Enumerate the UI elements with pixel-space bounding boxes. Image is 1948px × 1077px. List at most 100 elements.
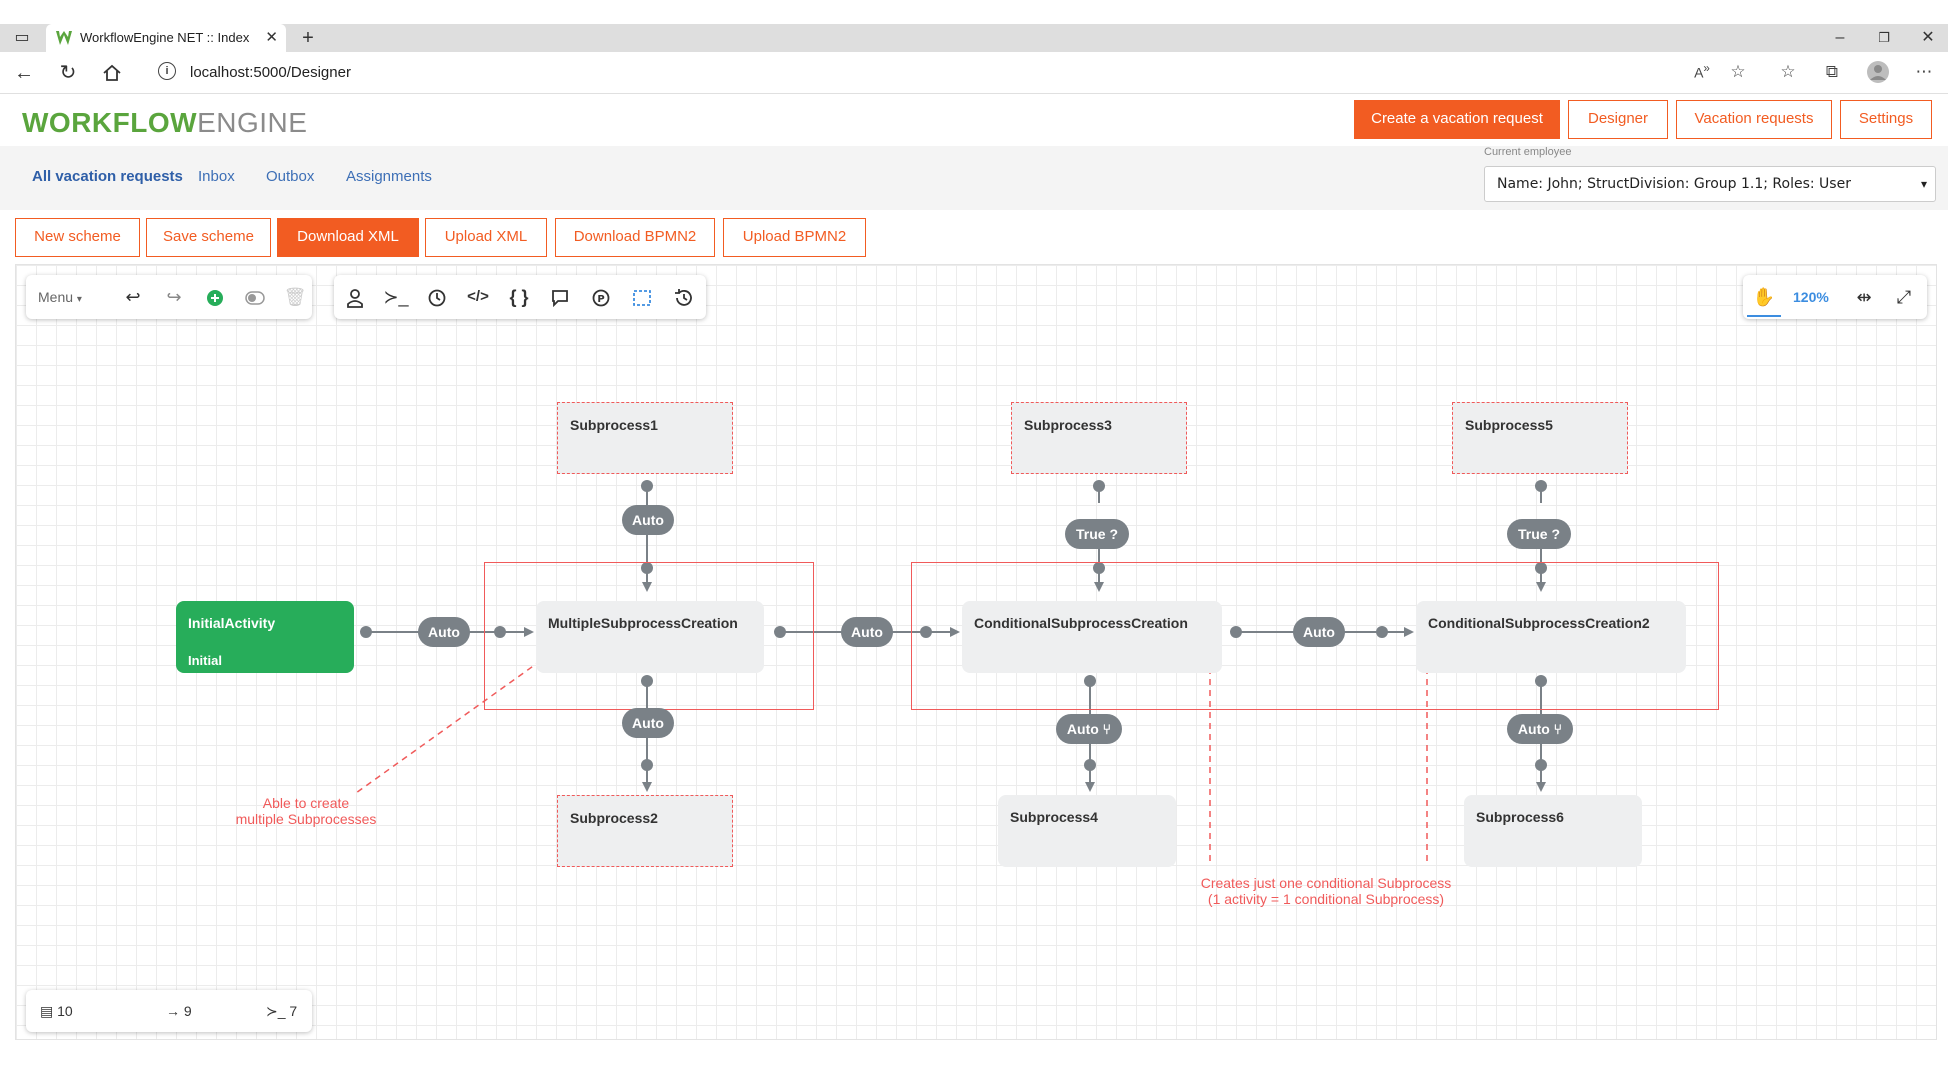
activity-conditional-subprocess-creation[interactable]: ConditionalSubprocessCreation xyxy=(962,601,1222,673)
parameters-icon[interactable]: { } xyxy=(509,287,529,307)
read-aloud-icon[interactable]: A» xyxy=(1694,62,1710,81)
selection-icon[interactable] xyxy=(625,275,659,319)
minimize-icon[interactable]: – xyxy=(1835,29,1845,46)
nav-outbox[interactable]: Outbox xyxy=(266,168,315,185)
activity-state: Initial xyxy=(188,653,222,668)
more-options-icon[interactable]: ⋯ xyxy=(1915,62,1933,81)
connectors-layer xyxy=(355,480,1547,865)
edit-toolbar: Menu ▾ ↩ ↪ 🗑 xyxy=(26,275,312,319)
transition-subprocess5-condition[interactable]: True ? xyxy=(1507,519,1571,549)
annotation-multiple: Able to create multiple Subprocesses xyxy=(235,795,377,827)
commands-icon[interactable]: ≻_ xyxy=(383,287,409,307)
conditional-subprocess-group xyxy=(911,562,1719,710)
add-activity-icon[interactable] xyxy=(198,275,232,319)
transition-multiple-to-conditional[interactable]: Auto xyxy=(841,617,893,647)
pan-hand-icon[interactable]: ✋ xyxy=(1747,275,1781,317)
close-tab-icon[interactable]: ✕ xyxy=(265,29,278,46)
transition-conditional-to-conditional2[interactable]: Auto xyxy=(1293,617,1345,647)
activities-count: ▤ 10 xyxy=(40,1003,73,1019)
settings-button[interactable]: Settings xyxy=(1840,100,1932,139)
undo-icon[interactable]: ↩ xyxy=(125,287,141,307)
activity-name: ConditionalSubprocessCreation xyxy=(974,615,1188,631)
chevron-down-icon: ▾ xyxy=(76,294,82,305)
favorites-icon[interactable]: ☆ xyxy=(1780,62,1796,81)
activities-icon: ▤ xyxy=(40,1003,54,1019)
fullscreen-icon[interactable]: ⤢ xyxy=(1896,287,1912,307)
new-scheme-button[interactable]: New scheme xyxy=(15,218,140,257)
transition-subprocess2[interactable]: Auto xyxy=(622,708,674,738)
restore-icon[interactable]: ❐ xyxy=(1878,30,1890,45)
transitions-icon: → xyxy=(166,1003,180,1019)
create-vacation-request-button[interactable]: Create a vacation request xyxy=(1354,100,1560,139)
browser-tab-bar: ▭ WorkflowEngine NET :: Index ✕ + – ❐ ✕ xyxy=(0,24,1948,52)
commands-icon: ≻_ xyxy=(266,1003,286,1019)
svg-text:P: P xyxy=(597,294,604,305)
download-xml-button[interactable]: Download XML xyxy=(277,218,419,257)
history-icon[interactable] xyxy=(666,275,700,319)
back-icon[interactable]: ← xyxy=(14,62,34,84)
fit-width-icon[interactable]: ⇹ xyxy=(1856,287,1872,307)
activity-subprocess5[interactable]: Subprocess5 xyxy=(1452,402,1628,474)
tab-title: WorkflowEngine NET :: Index xyxy=(80,30,250,45)
activity-initial[interactable]: InitialActivity Initial xyxy=(176,601,354,673)
new-tab-icon[interactable]: + xyxy=(302,27,314,49)
timers-icon[interactable] xyxy=(420,275,454,319)
designer-canvas[interactable]: InitialActivity Initial MultipleSubproce… xyxy=(15,264,1937,1040)
transition-subprocess1[interactable]: Auto xyxy=(622,505,674,535)
transition-subprocess3-condition[interactable]: True ? xyxy=(1065,519,1129,549)
toggle-icon[interactable] xyxy=(238,275,272,319)
activity-name: InitialActivity xyxy=(188,615,276,631)
workflow-favicon-icon xyxy=(56,31,72,45)
delete-icon[interactable]: 🗑 xyxy=(283,287,307,307)
comments-icon[interactable] xyxy=(543,275,577,319)
site-info-icon[interactable]: i xyxy=(158,62,176,80)
transition-subprocess6-split[interactable]: Auto ⑂ xyxy=(1507,714,1573,744)
activity-name: MultipleSubprocessCreation xyxy=(548,615,738,631)
redo-icon[interactable]: ↪ xyxy=(166,287,182,307)
url-input[interactable]: localhost:5000/Designer xyxy=(190,64,351,81)
transitions-count: → 9 xyxy=(166,1003,192,1019)
nav-all-vacation-requests[interactable]: All vacation requests xyxy=(32,168,183,185)
activity-multiple-subprocess-creation[interactable]: MultipleSubprocessCreation xyxy=(536,601,764,673)
nav-assignments[interactable]: Assignments xyxy=(346,168,432,185)
code-actions-icon[interactable]: </> xyxy=(467,288,489,305)
address-bar: ← ↻ i localhost:5000/Designer A» ☆ ☆ ⧉ ⋯ xyxy=(0,52,1948,94)
actors-icon[interactable] xyxy=(338,275,372,319)
activity-subprocess4[interactable]: Subprocess4 xyxy=(998,795,1176,867)
scheme-stats: ▤ 10 → 9 ≻_ 7 xyxy=(26,990,312,1032)
activity-subprocess6[interactable]: Subprocess6 xyxy=(1464,795,1642,867)
favorite-add-icon[interactable]: ☆ xyxy=(1730,62,1746,81)
activity-subprocess1[interactable]: Subprocess1 xyxy=(557,402,733,474)
collections-icon[interactable]: ⧉ xyxy=(1825,62,1839,81)
activity-conditional-subprocess-creation2[interactable]: ConditionalSubprocessCreation2 xyxy=(1416,601,1686,673)
tools-toolbar: ≻_ </> { } P xyxy=(334,275,706,319)
reload-icon[interactable]: ↻ xyxy=(59,62,77,84)
menu-dropdown[interactable]: Menu ▾ xyxy=(38,289,82,305)
current-employee-label: Current employee xyxy=(1484,146,1572,158)
sub-navigation: All vacation requests Inbox Outbox Assig… xyxy=(0,146,1948,210)
download-bpmn2-button[interactable]: Download BPMN2 xyxy=(555,218,715,257)
designer-button[interactable]: Designer xyxy=(1568,100,1668,139)
activity-subprocess2[interactable]: Subprocess2 xyxy=(557,795,733,867)
save-scheme-button[interactable]: Save scheme xyxy=(146,218,271,257)
chevron-down-icon: ▾ xyxy=(1920,177,1927,191)
home-icon[interactable] xyxy=(102,64,122,82)
transition-subprocess4-split[interactable]: Auto ⑂ xyxy=(1056,714,1122,744)
current-employee-select[interactable]: Name: John; StructDivision: Group 1.1; R… xyxy=(1484,166,1936,202)
activity-name: ConditionalSubprocessCreation2 xyxy=(1428,615,1650,631)
process-info-icon[interactable]: P xyxy=(584,275,618,319)
transition-initial-to-multiple[interactable]: Auto xyxy=(418,617,470,647)
workflow-engine-logo[interactable]: WORKFLOWENGINE xyxy=(22,107,308,138)
vacation-requests-button[interactable]: Vacation requests xyxy=(1676,100,1832,139)
window-close-icon[interactable]: ✕ xyxy=(1921,29,1935,46)
profile-avatar-icon[interactable] xyxy=(1866,60,1890,89)
tab-actions-icon[interactable]: ▭ xyxy=(14,29,30,46)
zoom-level[interactable]: 120% xyxy=(1793,289,1829,305)
upload-bpmn2-button[interactable]: Upload BPMN2 xyxy=(723,218,866,257)
nav-inbox[interactable]: Inbox xyxy=(198,168,235,185)
annotation-conditional: Creates just one conditional Subprocess … xyxy=(1200,875,1452,907)
commands-count: ≻_ 7 xyxy=(266,1003,298,1019)
activity-subprocess3[interactable]: Subprocess3 xyxy=(1011,402,1187,474)
upload-xml-button[interactable]: Upload XML xyxy=(425,218,547,257)
browser-tab[interactable]: WorkflowEngine NET :: Index ✕ xyxy=(46,24,286,52)
